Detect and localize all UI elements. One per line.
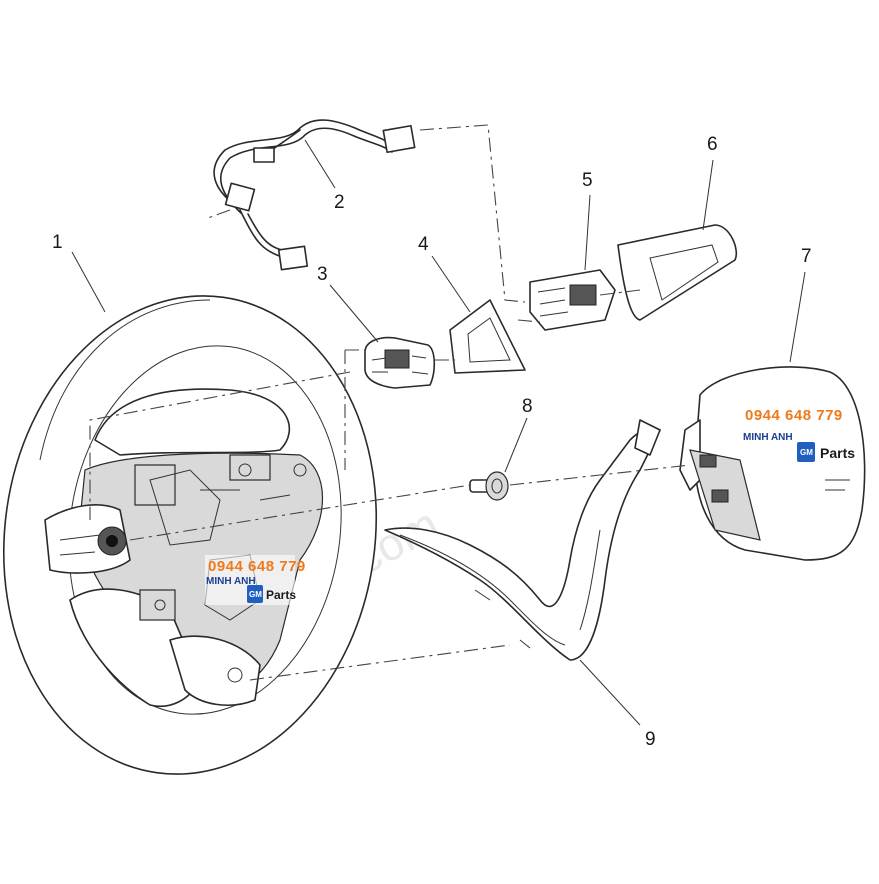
part-2-wiring-harness	[207, 119, 416, 271]
part-8-bolt	[469, 471, 509, 501]
parts-text: Parts	[266, 588, 296, 602]
gm-logo-text: GM	[800, 448, 813, 457]
gm-logo-badge	[797, 442, 815, 462]
gm-logo-text: GM	[249, 590, 262, 599]
part-4-left-bezel	[449, 299, 526, 374]
callout-4: 4	[418, 234, 429, 255]
brand-name-text: MINH ANH	[743, 432, 793, 443]
alignment-lines	[89, 124, 691, 681]
seller-watermark-right: 0944 648 779 MINH ANH GM Parts	[743, 407, 855, 462]
callout-8: 8	[522, 396, 533, 417]
callout-6: 6	[707, 134, 718, 155]
callout-2: 2	[334, 192, 345, 213]
part-5-right-switch	[529, 269, 616, 331]
parts-text: Parts	[820, 445, 855, 461]
gm-logo-badge	[247, 585, 263, 603]
callout-7: 7	[801, 246, 812, 267]
callout-5: 5	[582, 170, 593, 191]
part-7-airbag-module	[679, 366, 866, 561]
part-9-lower-trim-cover	[384, 419, 661, 661]
phone-number-text: 0944 648 779	[745, 407, 843, 424]
callout-3: 3	[317, 264, 328, 285]
callout-numbers: 1 2 3 4 5 6 7 8 9	[52, 134, 812, 750]
brand-name-text: MINH ANH	[206, 576, 256, 587]
part-1-steering-wheel	[2, 295, 378, 775]
callout-9: 9	[645, 729, 656, 750]
part-6-right-bezel	[617, 224, 737, 321]
callout-1: 1	[52, 232, 63, 253]
leader-lines	[71, 139, 806, 726]
phone-number-text: 0944 648 779	[208, 558, 306, 575]
part-3-left-switch	[364, 336, 436, 389]
seller-watermark-left: 0944 648 779 MINH ANH GM Parts	[205, 555, 306, 605]
